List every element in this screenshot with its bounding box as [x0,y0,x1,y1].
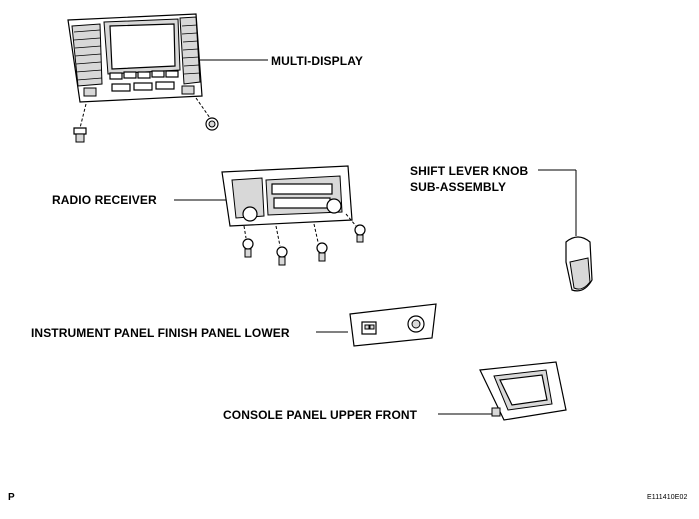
label-multi-display: MULTI-DISPLAY [271,54,363,68]
corner-letter: P [8,492,15,503]
figure-code: E111410E02 [647,494,688,501]
label-finish-panel-lower: INSTRUMENT PANEL FINISH PANEL LOWER [31,326,290,340]
multi-display-bolts [73,97,219,143]
label-console-panel: CONSOLE PANEL UPPER FRONT [223,408,418,422]
multi-display-part [67,13,268,103]
label-shift-knob-line2: SUB-ASSEMBLY [410,180,507,194]
display-buttons [83,70,195,97]
right-vent [179,16,201,85]
label-radio-receiver: RADIO RECEIVER [52,193,157,207]
radio-screws [242,213,366,266]
console-panel-part [438,361,567,421]
left-vent [71,23,103,87]
finish-panel-lower-part [316,303,437,347]
label-shift-knob-line1: SHIFT LEVER KNOB [410,164,529,178]
radio-receiver-part [174,165,353,227]
shift-knob-part [538,169,593,292]
